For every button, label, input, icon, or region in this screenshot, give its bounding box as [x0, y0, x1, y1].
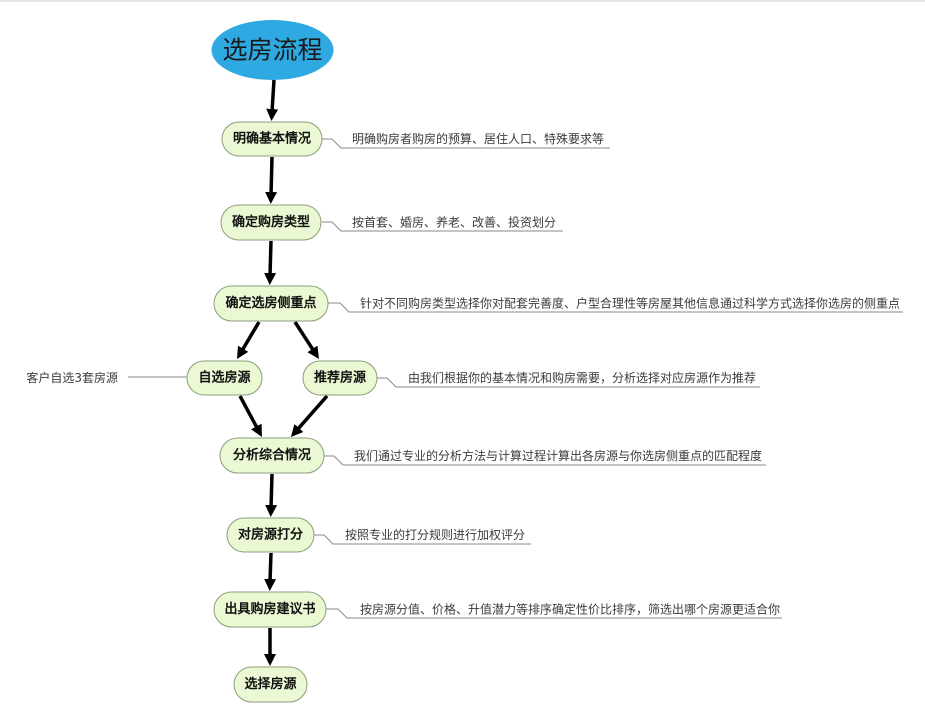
arrow-house-type-to-focus	[264, 240, 277, 285]
node-label: 确定购房类型	[232, 214, 310, 230]
node-box	[221, 121, 323, 157]
arrow-focus-to-self-select	[237, 321, 261, 360]
note-underline	[326, 608, 782, 619]
node-proposal: 出具购房建议书	[213, 591, 327, 628]
note-text: 明确购房者购房的预算、居住人口、特殊要求等	[352, 131, 604, 146]
node-self-select: 自选房源	[186, 360, 263, 396]
arrow-focus-to-recommend	[293, 321, 320, 359]
node-label: 分析综合情况	[233, 447, 311, 463]
arrow-analysis-to-scoring	[265, 473, 278, 517]
node-label: 出具购房建议书	[224, 601, 315, 617]
node-basic-info: 明确基本情况	[221, 121, 323, 157]
node-box	[186, 360, 263, 396]
arrow-title-to-basic-info	[266, 79, 279, 121]
node-box	[213, 591, 327, 628]
node-house-type: 确定购房类型	[220, 204, 322, 241]
note-underline	[314, 534, 531, 545]
note-text: 针对不同购房类型选择你对配套完善度、户型合理性等房屋其他信息通过科学方式选择你选…	[360, 296, 900, 311]
note-text: 客户自选3套房源	[26, 370, 118, 385]
note-underline	[328, 302, 903, 313]
node-box	[213, 285, 329, 322]
note-text: 由我们根据你的基本情况和购房需要，分析选择对应房源作为推荐	[408, 370, 756, 385]
note-house-type: 按首套、婚房、养老、改善、投资划分	[322, 215, 563, 232]
node-scoring: 对房源打分	[226, 517, 315, 553]
node-label: 选择房源	[244, 676, 296, 692]
note-analysis: 我们通过专业的分析方法与计算过程计算出各房源与你选房侧重点的匹配程度	[324, 448, 766, 466]
note-underline	[322, 138, 610, 149]
node-box	[219, 437, 325, 474]
note-text: 按照专业的打分规则进行加权评分	[345, 527, 525, 542]
diagram-title: 选房流程	[222, 36, 322, 65]
note-text: 按首套、婚房、养老、改善、投资划分	[352, 215, 556, 230]
note-recommend: 由我们根据你的基本情况和购房需要，分析选择对应房源作为推荐	[377, 370, 760, 388]
node-box	[233, 666, 308, 703]
arrow-self-select-to-analysis	[238, 395, 262, 438]
arrow-scoring-to-proposal	[264, 552, 277, 591]
node-box	[226, 517, 315, 553]
node-label: 对房源打分	[238, 527, 303, 543]
node-analysis: 分析综合情况	[219, 437, 325, 474]
note-text: 我们通过专业的分析方法与计算过程计算出各房源与你选房侧重点的匹配程度	[354, 448, 762, 463]
node-label: 明确基本情况	[233, 131, 311, 147]
note-focus: 针对不同购房类型选择你对配套完善度、户型合理性等房屋其他信息通过科学方式选择你选…	[328, 296, 903, 313]
note-self-select: 客户自选3套房源	[26, 370, 187, 385]
title-ellipse	[211, 20, 334, 80]
arrows	[237, 79, 329, 666]
node-box	[302, 360, 378, 396]
arrow-recommend-to-analysis	[290, 394, 329, 437]
node-focus: 确定选房侧重点	[213, 285, 329, 322]
note-scoring: 按照专业的打分规则进行加权评分	[314, 527, 531, 545]
node-label: 自选房源	[198, 370, 250, 386]
note-proposal: 按房源分值、价格、升值潜力等排序确定性价比排序，筛选出哪个房源更适合你	[326, 602, 782, 619]
arrow-basic-info-to-house-type	[265, 156, 278, 204]
top-border	[0, 0, 925, 2]
node-recommend: 推荐房源	[302, 360, 378, 396]
note-underline	[322, 221, 563, 232]
note-underline	[324, 455, 766, 466]
node-choose: 选择房源	[233, 666, 308, 703]
note-text: 按房源分值、价格、升值潜力等排序确定性价比排序，筛选出哪个房源更适合你	[360, 602, 780, 617]
node-box	[220, 204, 322, 241]
note-basic-info: 明确购房者购房的预算、居住人口、特殊要求等	[322, 131, 610, 149]
title-bubble: 选房流程	[211, 20, 334, 80]
note-underline	[377, 377, 760, 388]
node-label: 确定选房侧重点	[225, 295, 316, 311]
node-label: 推荐房源	[314, 370, 366, 386]
